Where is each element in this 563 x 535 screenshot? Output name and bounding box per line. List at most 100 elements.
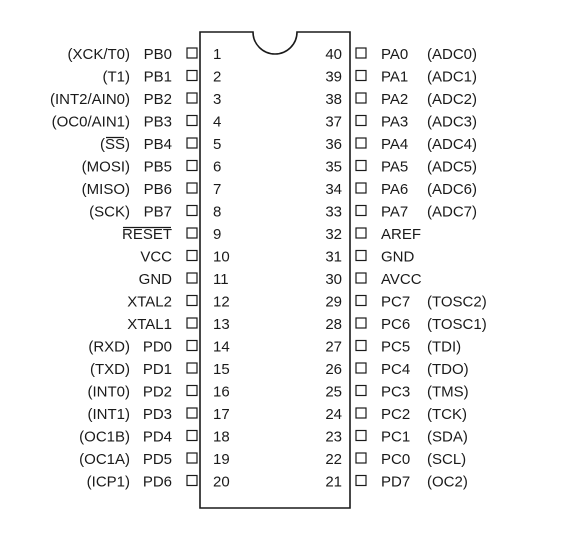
pin-3-name: PB2 <box>144 91 172 108</box>
pin-5-alt: (SS) <box>100 136 130 153</box>
pin-4-box <box>186 114 198 127</box>
pin-5-name: PB4 <box>144 136 172 153</box>
pin-26-alt: (TDO) <box>427 361 469 378</box>
pin-18-alt: (OC1B) <box>79 429 130 446</box>
pin-20-number: 20 <box>213 474 230 491</box>
pin-40-name: PA0 <box>381 46 408 63</box>
pin-19-box <box>186 452 198 464</box>
pin-19-alt: (OC1A) <box>79 451 130 468</box>
pin-2-number: 2 <box>213 69 221 86</box>
pin-33-box <box>355 204 367 217</box>
pin-37-alt: (ADC3) <box>427 114 477 131</box>
pin-36-alt: (ADC4) <box>427 136 477 153</box>
pin-22-name: PC0 <box>381 451 410 468</box>
pin-36-box <box>355 137 367 149</box>
pin-3-box <box>186 92 198 104</box>
pin-33-alt: (ADC7) <box>427 204 477 221</box>
pin-26-name: PC4 <box>381 361 410 378</box>
pin-17-box <box>186 407 198 419</box>
pin-4-alt: (OC0/AIN1) <box>52 114 130 131</box>
pin-20-alt: (ICP1) <box>87 474 130 491</box>
pin-12-number: 12 <box>213 294 230 311</box>
pin-12-box <box>186 294 198 307</box>
pin-38-alt: (ADC2) <box>427 91 477 108</box>
pin-1-number: 1 <box>213 46 221 63</box>
pin-40-box <box>355 47 367 59</box>
pin-35-box <box>355 159 367 172</box>
pin-27-alt: (TDI) <box>427 339 461 356</box>
pin-25-box <box>355 384 367 397</box>
pin-16-box <box>186 384 198 397</box>
pin-6-alt: (MOSI) <box>82 159 130 176</box>
pin-4-name: PB3 <box>144 114 172 131</box>
pin-14-alt: (RXD) <box>88 339 130 356</box>
pin-10-name: VCC <box>140 249 172 266</box>
pin-18-box <box>186 429 198 442</box>
pin-35-alt: (ADC5) <box>427 159 477 176</box>
pin-39-alt: (ADC1) <box>427 69 477 86</box>
pin-20-name: PD6 <box>143 474 172 491</box>
pin-14-number: 14 <box>213 339 230 356</box>
pin-34-box <box>355 182 367 194</box>
pin-31-name: GND <box>381 249 415 266</box>
pin-21-name: PD7 <box>381 474 410 491</box>
pin-40-number: 40 <box>325 46 342 63</box>
pin-6-box <box>186 159 198 172</box>
pin-17-alt: (INT1) <box>88 406 131 423</box>
pin-32-name: AREF <box>381 226 421 243</box>
pin-11-name: GND <box>139 271 173 288</box>
pin-38-number: 38 <box>325 91 342 108</box>
pin-23-number: 23 <box>325 429 342 446</box>
pin-2-name: PB1 <box>144 69 172 86</box>
pin-34-name: PA6 <box>381 181 408 198</box>
pin-8-name: PB7 <box>144 204 172 221</box>
pin-24-name: PC2 <box>381 406 410 423</box>
pin-21-box <box>355 474 367 487</box>
pin-28-number: 28 <box>325 316 342 333</box>
pin-20-box <box>186 474 198 487</box>
pin-30-number: 30 <box>325 271 342 288</box>
pin-28-box <box>355 317 367 329</box>
pin-18-name: PD4 <box>143 429 172 446</box>
pin-6-name: PB5 <box>144 159 172 176</box>
pin-23-name: PC1 <box>381 429 410 446</box>
pin-39-name: PA1 <box>381 69 408 86</box>
pin-11-number: 11 <box>213 271 229 288</box>
pin-10-box <box>186 249 198 262</box>
pin-24-number: 24 <box>325 406 342 423</box>
pin-16-name: PD2 <box>143 384 172 401</box>
pin-7-number: 7 <box>213 181 221 198</box>
pin-1-box <box>186 47 198 59</box>
pin-15-alt: (TXD) <box>90 361 130 378</box>
pin-8-number: 8 <box>213 204 221 221</box>
pin-32-number: 32 <box>325 226 342 243</box>
pin-17-name: PD3 <box>143 406 172 423</box>
pin-8-box <box>186 204 198 217</box>
pin-37-box <box>355 114 367 127</box>
chip-body <box>199 31 351 509</box>
pin-29-box <box>355 294 367 307</box>
pin-7-alt: (MISO) <box>82 181 130 198</box>
pin-23-box <box>355 429 367 442</box>
pin-21-number: 21 <box>325 474 342 491</box>
pin-7-name: PB6 <box>144 181 172 198</box>
pin-1-alt: (XCK/T0) <box>67 46 130 63</box>
pin-group: 1PB0(XCK/T0)2PB1(T1)3PB2(INT2/AIN0)4PB3(… <box>50 46 487 491</box>
pin-11-box <box>186 272 198 284</box>
pin-8-alt: (SCK) <box>89 204 130 221</box>
pin-10-number: 10 <box>213 249 230 266</box>
pin-31-number: 31 <box>325 249 342 266</box>
pin-25-number: 25 <box>325 384 342 401</box>
pin-32-box <box>355 227 367 239</box>
pin-40-alt: (ADC0) <box>427 46 477 63</box>
pin-14-name: PD0 <box>143 339 172 356</box>
pin-21-alt: (OC2) <box>427 474 468 491</box>
pin-3-number: 3 <box>213 91 221 108</box>
pin-29-name: PC7 <box>381 294 410 311</box>
pin-15-box <box>186 362 198 374</box>
pin-39-box <box>355 69 367 82</box>
pin-7-box <box>186 182 198 194</box>
pin-13-number: 13 <box>213 316 230 333</box>
pin-29-number: 29 <box>325 294 342 311</box>
